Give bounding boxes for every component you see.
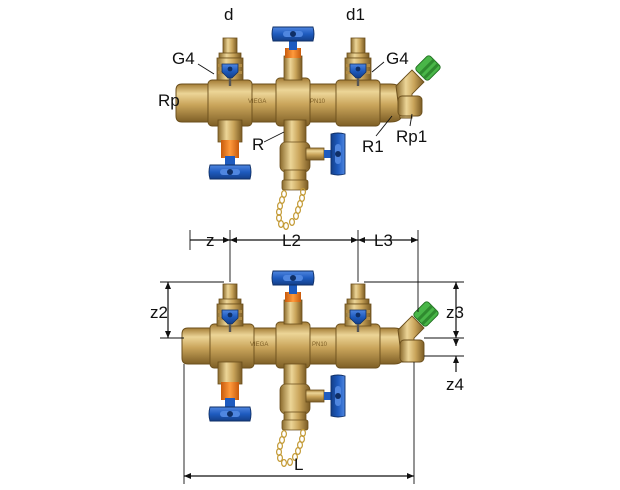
label-g4-right: G4 <box>386 49 409 68</box>
label-d: d <box>224 5 233 24</box>
svg-text:PN10: PN10 <box>312 342 328 348</box>
label-l3: L3 <box>374 231 393 250</box>
label-l2: L2 <box>282 231 301 250</box>
chain-icon <box>276 188 306 230</box>
label-r1: R1 <box>362 137 384 156</box>
label-g4-left: G4 <box>172 49 195 68</box>
label-z4: z4 <box>446 375 464 394</box>
bottom-labels: z L2 L3 z2 z3 z4 L <box>150 231 464 474</box>
label-z2: z2 <box>150 303 168 322</box>
label-z3: z3 <box>446 303 464 322</box>
green-cap-icon <box>415 55 441 81</box>
label-z: z <box>206 231 215 250</box>
label-r: R <box>252 135 264 154</box>
bottom-handwheel-icon <box>208 164 252 180</box>
top-manifold: VIEGA PN10 <box>175 26 441 230</box>
label-d1: d1 <box>346 5 365 24</box>
bottom-manifold: VIEGA PN10 <box>181 270 439 467</box>
top-handwheel-icon <box>271 26 315 42</box>
label-rp1: Rp1 <box>396 127 427 146</box>
stamp-text: VIEGA <box>248 99 266 105</box>
label-l: L <box>294 455 303 474</box>
label-rp: Rp <box>158 91 180 110</box>
dimension-lines <box>160 230 464 484</box>
svg-text:PN10: PN10 <box>310 99 326 105</box>
top-labels: d d1 G4 G4 Rp R R1 Rp1 <box>158 5 427 156</box>
svg-text:VIEGA: VIEGA <box>250 342 268 348</box>
